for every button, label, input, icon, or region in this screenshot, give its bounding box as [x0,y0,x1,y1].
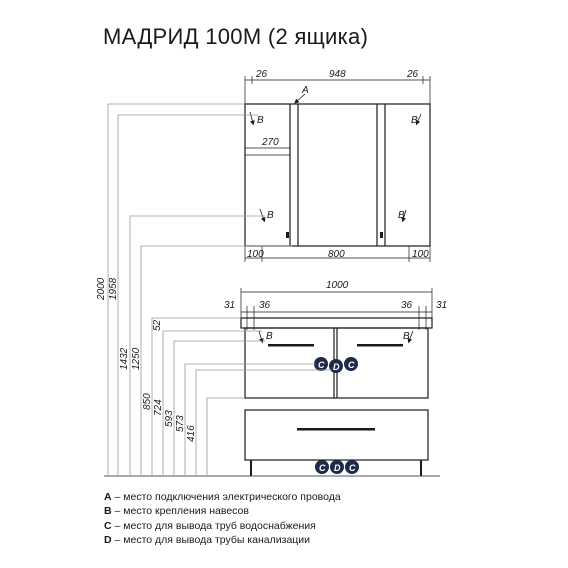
dim-v573: 573 [175,415,186,432]
countertop [240,317,433,329]
legend-key: B [104,505,112,518]
page-title: МАДРИД 100М (2 ящика) [103,24,369,49]
dim-cab-right-31: 31 [436,300,447,311]
dim-v1250: 1250 [131,347,142,370]
dim-v724: 724 [153,399,164,416]
marker-b-label: B [257,115,264,126]
legend: A – место подключения электрического про… [104,490,341,548]
marker-b-label: B [398,210,405,221]
marker-b-label: B [267,210,274,221]
dim-cab-right-36: 36 [401,300,413,311]
dim-v1432: 1432 [119,347,130,370]
dim-v52: 52 [152,319,163,331]
dim-mirror-inner: 270 [261,137,279,148]
dim-v593: 593 [164,410,175,427]
dim-top-mid: 948 [329,69,346,80]
marker-d-label: D [333,362,340,372]
marker-b-label: B [403,331,410,342]
utility-markers-upper: C D C [314,357,358,373]
vertical-dimension-lines [107,103,332,476]
legend-key: D [104,534,112,547]
mirror-b-markers: B B B B A [249,85,422,223]
dim-top-left: 26 [255,69,268,80]
vertical-dimension-labels: 2000 1958 1432 1250 52 850 724 593 573 4… [96,277,197,442]
dim-mirror-bottom-right: 100 [412,249,429,260]
cabinet-b-markers: B B [258,330,414,344]
dim-top-right: 26 [406,69,419,80]
dim-cabinet-width: 1000 [326,280,349,291]
marker-d-label: D [334,463,341,473]
marker-a-label: A [301,85,309,96]
mirror-top-dims [244,76,431,149]
dim-cab-left-31: 31 [224,300,235,311]
dim-v416: 416 [186,425,197,442]
legend-key: C [104,519,112,532]
dim-mirror-bottom-left: 100 [247,249,264,260]
legend-key: A [104,491,112,503]
marker-c-label: C [319,463,326,473]
marker-b-label: B [266,331,273,342]
mirror-bottom-dims [244,246,431,262]
mirror-cabinet [244,103,431,247]
utility-markers-lower: C D C [315,460,359,474]
dim-v1958: 1958 [108,277,119,300]
drawer [244,409,429,461]
legend-item-b: B – место крепления навесов [104,504,341,518]
legend-text: – место для вывода труб водоснабжения [111,519,316,532]
legend-item-d: D – место для вывода трубы канализации [104,533,341,547]
dim-mirror-bottom-mid: 800 [328,249,345,260]
legend-text: – место подключения электрического прово… [111,491,341,503]
legend-text: – место для вывода трубы канализации [111,534,311,547]
marker-c-label: C [348,360,355,370]
marker-c-label: C [349,463,356,473]
legend-item-a: A – место подключения электрического про… [104,490,341,504]
legend-item-c: C – место для вывода труб водоснабжения [104,519,341,533]
vanity-cabinet [240,317,433,476]
dim-v2000: 2000 [96,277,107,301]
legend-text: – место крепления навесов [111,505,249,518]
marker-c-label: C [318,360,325,370]
dim-cab-left-36: 36 [259,300,271,311]
dim-v850: 850 [142,393,153,410]
mirror-outline [244,103,431,247]
marker-b-label: B [411,115,418,126]
